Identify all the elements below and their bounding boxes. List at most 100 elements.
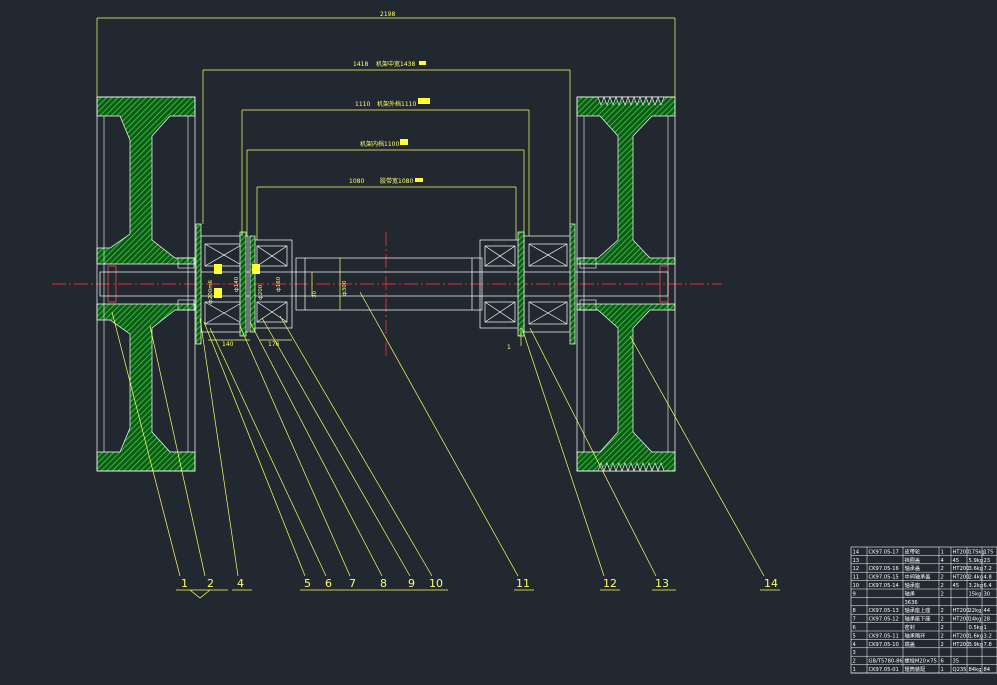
bom-cell: 35 [953,659,960,665]
bom-cell: 1 [941,667,944,673]
bom-cell: 14 [853,549,860,555]
bom-cell: 175 [984,549,994,555]
bom-cell: 175kg [969,549,985,555]
dim-d1: ф200m6 [208,279,214,304]
bom-cell: 2 [941,575,944,581]
bom-cell: HT200 [953,549,970,555]
bom-cell: HT200 [953,617,970,623]
bom-cell: 6 [941,659,944,665]
bom-cell: 1 [984,625,987,631]
bom-cell: CK97.05-01 [869,667,899,673]
bom-cell: 中间轴承盖 [905,573,931,581]
left-pulley [96,96,196,472]
bom-cell: 2 [941,608,944,614]
bom-cell: HT200 [953,608,970,614]
bom-cell: 3.6kg [969,566,984,572]
bom-cell: GB/T5780-86 [869,659,903,665]
right-pulley [576,96,676,472]
balloon-4: 4 [237,577,244,590]
dim-r1: 1 [507,344,511,351]
bom-cell: 挡圈盖 [905,556,921,564]
bom-cell: 7.8 [984,642,992,648]
bom-cell: 3 [853,650,856,656]
bom-cell: 22kg [969,608,982,614]
bom-cell: 4 [853,642,857,648]
balloon-2: 2 [207,577,214,590]
bom-cell: HT200 [953,633,970,639]
bom-cell: 3.9kg [969,642,984,648]
dim-frame-centre: 1418 [353,61,368,68]
bom-cell: 1.6kg [969,633,984,639]
bom-cell: 轴承隔环 [905,631,926,639]
dim-frame-outer-note: 机架外档1110 [377,100,416,108]
bom-cell: CK97.05-17 [869,549,899,555]
bom-cell: 5.9kg [969,558,984,564]
balloon-11: 11 [516,577,530,590]
dim-h1: 30 [312,291,318,298]
highlight-mark [419,61,426,65]
bom-cell: 7.2 [984,566,992,572]
dimension-lines [96,17,676,346]
dim-frame-centre-note: 机架中宽1438 [376,60,415,68]
bom-cell: HT200 [953,566,970,572]
bom-cell: 7 [853,617,856,623]
dim-d4: ф160 [276,276,282,292]
bom-cell: 2 [941,633,944,639]
right-bearing [479,223,576,345]
bom-cell: 1 [853,667,856,673]
highlight-mark [214,288,222,298]
bom-cell: 13 [853,558,860,564]
centre-line [52,232,722,356]
bom-cell: 0.5kg [969,625,984,631]
bom-cell: 2.4kg [969,575,984,581]
bom-cell: 3636 [905,600,918,606]
bom-cell: 2 [941,617,944,623]
leader-lines [111,291,780,599]
bom-cell: 84 [984,667,991,673]
bom-cell: 3.2 [984,633,992,639]
bom-cell: 30 [984,591,991,597]
bom-cell: 2 [853,659,856,665]
highlight-mark [415,178,423,182]
bom-cell: 10 [853,583,860,589]
bom-cell: CK97.05-15 [869,575,899,581]
bom-cell: 45 [953,583,960,589]
balloon-14: 14 [764,577,778,590]
bom-cell: 4 [941,558,945,564]
bom-cell: 9 [853,591,856,597]
bom-cell: 4.8 [984,575,992,581]
bom-cell: HT200 [953,642,970,648]
bom-cell: 5 [853,633,856,639]
bom-cell: 轴承座 [905,581,921,589]
bom-cell: 6 [853,625,856,631]
dim-w2: 176 [268,341,280,348]
dim-d2: ф140 [234,276,240,292]
dim-belt-width: 1080 [349,178,364,185]
bom-cell: Q235 [953,667,967,673]
bom-cell: 轴承 [905,589,916,597]
dim-overall: 2198 [380,11,395,18]
dim-frame-inner-note: 机架内档1100 [360,140,399,148]
bom-cell: CK97.05-14 [869,583,900,589]
balloon-5: 5 [304,577,311,590]
bom-cell: 6.4 [984,583,993,589]
bom-cell: 端盖 [905,640,915,648]
bom-cell: 辊筒装配 [905,665,927,673]
bom-cell: 14kg [969,617,982,623]
bom-cell: 皮带轮 [905,547,921,555]
shaft [99,257,669,311]
bom-cell: 2 [941,583,944,589]
bom-cell: 11 [853,575,860,581]
highlight-mark [418,98,430,104]
bom-cell: 84kg [969,667,982,673]
bom-cell: 密封 [905,623,915,631]
bom-cell: 1 [941,549,944,555]
bom-cell: CK97.05-12 [869,617,899,623]
balloon-12: 12 [603,577,617,590]
bom-cell: 45 [953,558,960,564]
balloon-1: 1 [181,577,188,590]
balloon-numbers: 1 2 4 5 6 7 8 9 10 11 12 13 14 [181,577,778,590]
bom-cell: 15kg [969,591,982,597]
dim-w1: 140 [222,341,234,348]
